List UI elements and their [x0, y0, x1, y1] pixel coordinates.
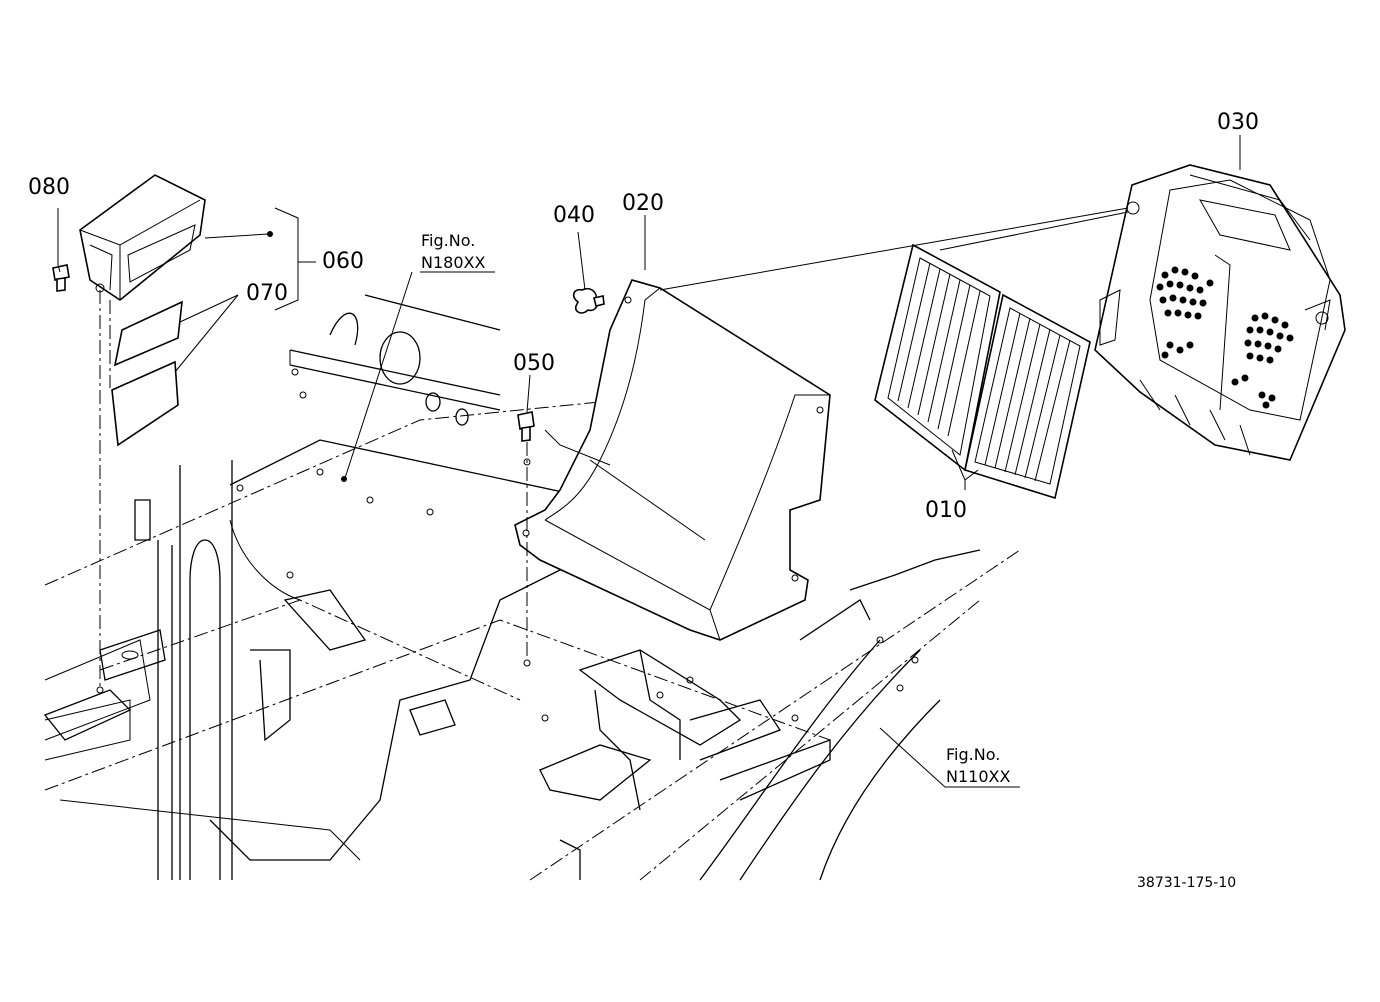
- drawing-number: 38731-175-10: [1137, 875, 1236, 891]
- leader-lines: [57, 135, 1241, 788]
- insert-pieces-070: [111, 300, 183, 447]
- figure-reference-number: N180XX: [421, 253, 485, 272]
- callout-050: 050: [513, 351, 555, 376]
- mesh-pattern-left: [1156, 266, 1214, 359]
- cab-frame-context: [43, 294, 1021, 881]
- callout-080: 080: [28, 175, 70, 200]
- figure-reference-label: Fig.No.: [946, 745, 1000, 764]
- callout-010: 010: [925, 498, 967, 523]
- figure-reference-label: Fig.No.: [421, 231, 475, 250]
- callout-040: 040: [553, 203, 595, 228]
- callout-020: 020: [622, 191, 664, 216]
- filter-frame-030: [1094, 164, 1346, 461]
- figure-reference-n180xx: Fig.No. N180XX: [421, 231, 485, 272]
- mesh-pattern-right: [1231, 312, 1294, 409]
- figure-reference-number: N110XX: [946, 767, 1010, 786]
- duct-cover-020: [514, 279, 831, 641]
- callout-070: 070: [246, 281, 288, 306]
- bolt-080: [52, 264, 70, 292]
- callout-060: 060: [322, 249, 364, 274]
- filter-panels-010: [874, 243, 1091, 500]
- callout-030: 030: [1217, 110, 1259, 135]
- bolt-050: [517, 411, 535, 442]
- intake-housing-060: [79, 174, 206, 301]
- callout-labels: 010 020 030 040 050 060 070 080: [28, 110, 1259, 523]
- figure-reference-n110xx: Fig.No. N110XX: [946, 745, 1010, 786]
- knob-040: [572, 287, 605, 314]
